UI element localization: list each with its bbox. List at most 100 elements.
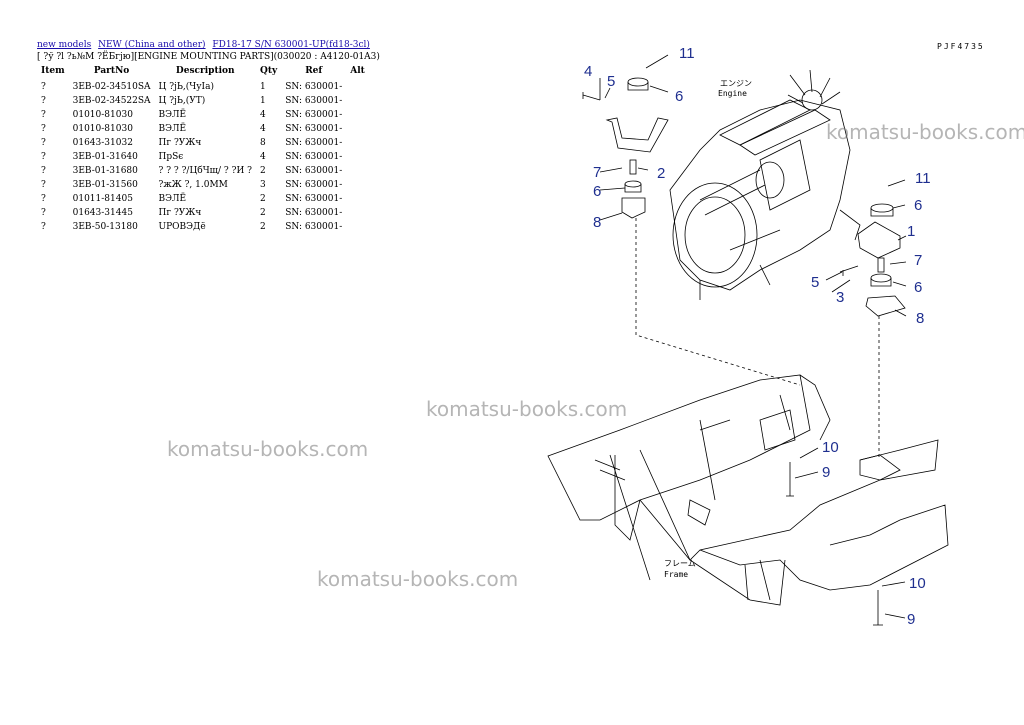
callout-1: 1 xyxy=(907,223,915,240)
callout-8a: 8 xyxy=(593,214,601,231)
callout-6a: 6 xyxy=(675,88,683,105)
cell-qty: 4 xyxy=(259,152,266,162)
watermark: komatsu-books.com xyxy=(317,567,519,591)
callout-5b: 5 xyxy=(811,274,819,291)
cell-partno: 01643-31445 xyxy=(72,208,133,218)
breadcrumb-link-new-models[interactable]: new models xyxy=(37,40,92,50)
header-partno: PartNo xyxy=(93,66,130,76)
cell-qty: 1 xyxy=(259,96,266,106)
cell-description: Ц ?jЬ,(ЧуIa) xyxy=(158,82,214,92)
cell-ref: SN: 630001- xyxy=(285,96,343,106)
cell-partno: 01010-81030 xyxy=(72,124,133,134)
cell-item: ? xyxy=(41,124,46,134)
table-header-row: Item PartNo Description Qty Ref Alt xyxy=(37,66,369,80)
cell-item: ? xyxy=(41,82,46,92)
table-row: ? 01010-81030 ВЭЛЁ 4 SN: 630001- xyxy=(37,108,369,122)
breadcrumb: new models NEW (China and other) FD18-17… xyxy=(37,40,374,50)
cell-ref: SN: 630001- xyxy=(285,110,343,120)
table-row: ? 01010-81030 ВЭЛЁ 4 SN: 630001- xyxy=(37,122,369,136)
cell-item: ? xyxy=(41,138,46,148)
callout-7b: 7 xyxy=(914,252,922,269)
cell-ref: SN: 630001- xyxy=(285,82,343,92)
cell-item: ? xyxy=(41,110,46,120)
cell-ref: SN: 630001- xyxy=(285,124,343,134)
header-description: Description xyxy=(175,66,235,76)
callout-7a: 7 xyxy=(593,164,601,181)
parts-table: Item PartNo Description Qty Ref Alt ? 3EB… xyxy=(37,66,369,234)
drawing-code: PJF4735 xyxy=(937,42,985,51)
watermark: komatsu-books.com xyxy=(426,397,628,421)
left-lower-bracket xyxy=(621,197,646,219)
cell-qty: 2 xyxy=(259,208,266,218)
frame-label: Frame xyxy=(664,570,688,579)
cell-description: ВЭЛЁ xyxy=(158,124,187,134)
callout-10a: 10 xyxy=(822,439,839,456)
cell-qty: 2 xyxy=(259,222,266,232)
cell-partno: 01010-81030 xyxy=(72,110,133,120)
callout-3: 3 xyxy=(836,289,844,306)
watermark: komatsu-books.com xyxy=(167,437,369,461)
cell-description: ?жЖ ?, 1.0MM xyxy=(158,180,228,190)
cell-description: Пг ?УЖч xyxy=(158,138,202,148)
watermark: komatsu-books.com xyxy=(826,120,1024,144)
table-row: ? 01643-31032 Пг ?УЖч 8 SN: 630001- xyxy=(37,136,369,150)
cell-ref: SN: 630001- xyxy=(285,180,343,190)
cell-item: ? xyxy=(41,194,46,204)
cell-qty: 1 xyxy=(259,82,266,92)
cell-description: Пг ?УЖч xyxy=(158,208,202,218)
callout-6d: 6 xyxy=(914,279,922,296)
header-alt: Alt xyxy=(350,66,365,76)
header-qty: Qty xyxy=(259,66,278,76)
cell-partno: 01011-81405 xyxy=(72,194,133,204)
cell-ref: SN: 630001- xyxy=(285,208,343,218)
callout-10b: 10 xyxy=(909,575,926,592)
cell-qty: 4 xyxy=(259,110,266,120)
cell-qty: 3 xyxy=(259,180,266,190)
breadcrumb-link-new-china[interactable]: NEW (China and other) xyxy=(98,40,206,50)
cell-description: Ц ?jЬ,(УТ) xyxy=(158,96,206,106)
callout-2: 2 xyxy=(657,165,665,182)
cell-item: ? xyxy=(41,180,46,190)
engine-drawing xyxy=(669,69,861,300)
cell-qty: 4 xyxy=(259,124,266,134)
cell-partno: 3EB-02-34510SA xyxy=(72,82,151,92)
cell-ref: SN: 630001- xyxy=(285,166,343,176)
callout-11a: 11 xyxy=(679,45,695,62)
callout-6b: 6 xyxy=(593,183,601,200)
cell-partno: 01643-31032 xyxy=(72,138,133,148)
callout-5a: 5 xyxy=(607,73,615,90)
cell-item: ? xyxy=(41,166,46,176)
breadcrumb-link-model[interactable]: FD18-17 S/N 630001-UP(fd18-3cl) xyxy=(212,40,370,50)
callout-4: 4 xyxy=(584,63,592,80)
cell-item: ? xyxy=(41,222,46,232)
cell-ref: SN: 630001- xyxy=(285,138,343,148)
callout-9a: 9 xyxy=(822,464,830,481)
callout-6c: 6 xyxy=(914,197,922,214)
frame-label-jp: フレーム xyxy=(664,559,696,568)
cell-ref: SN: 630001- xyxy=(285,152,343,162)
cell-qty: 8 xyxy=(259,138,266,148)
callout-11b: 11 xyxy=(915,170,931,187)
cell-item: ? xyxy=(41,96,46,106)
callout-9b: 9 xyxy=(907,611,915,628)
cell-description: ПрSє xyxy=(158,152,184,162)
right-bracket xyxy=(857,221,901,259)
cell-description: ВЭЛЁ xyxy=(158,110,187,120)
header-ref: Ref xyxy=(305,66,323,76)
cell-description: ВЭЛЁ xyxy=(158,194,187,204)
cell-partno: 3EB-01-31560 xyxy=(72,180,138,190)
frame-drawing xyxy=(547,374,949,606)
cell-partno: 3EB-01-31680 xyxy=(72,166,138,176)
cell-partno: 3EB-01-31640 xyxy=(72,152,138,162)
cell-description: ? ? ? ?/ЦбЧщ/ ? ?И ? xyxy=(158,166,252,176)
cell-item: ? xyxy=(41,208,46,218)
table-row: ? 01643-31445 Пг ?УЖч 2 SN: 630001- xyxy=(37,206,369,220)
header-item: Item xyxy=(41,66,65,76)
left-bracket xyxy=(605,117,669,153)
cell-qty: 2 xyxy=(259,194,266,204)
cell-description: UРОВЭДё xyxy=(158,222,206,232)
cell-item: ? xyxy=(41,152,46,162)
